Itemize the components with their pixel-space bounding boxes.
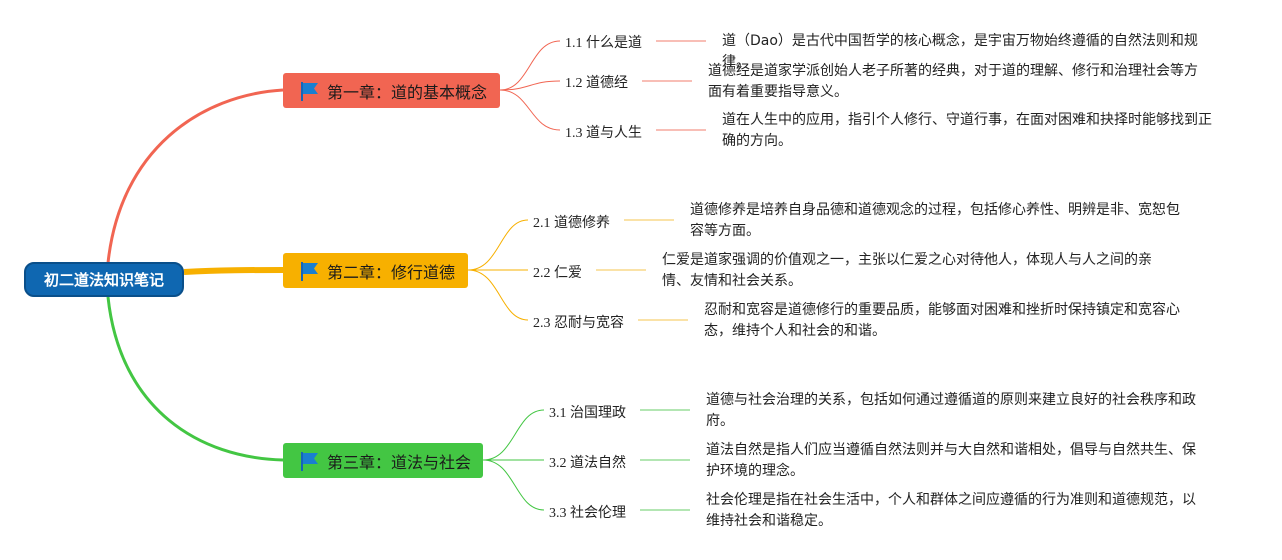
- topic-node-3-3[interactable]: 3.3 社会伦理: [549, 506, 626, 521]
- topic-node-1-1[interactable]: 1.1 什么是道: [565, 36, 642, 51]
- topic-note-1-2: 道德经是道家学派创始人老子所著的经典，对于道的理解、修行和治理社会等方面有着重要…: [708, 63, 1198, 100]
- chapter-label: 第二章：修行道德: [327, 262, 456, 282]
- connector-ch3-t3: [482, 459, 545, 511]
- connector-ch1-t1: [499, 40, 561, 91]
- chapter-node-3[interactable]: 第三章：道法与社会: [283, 443, 483, 478]
- connector-ch2-t1: [467, 219, 529, 271]
- connector-root-chapter1: [106, 88, 284, 264]
- topic-node-2-3[interactable]: 2.3 忍耐与宽容: [533, 316, 624, 331]
- connector-ch2-t3: [467, 269, 529, 321]
- connector-ch3-t1: [482, 409, 545, 461]
- chapter-label: 第三章：道法与社会: [327, 452, 472, 472]
- chapter-label: 第一章：道的基本概念: [327, 82, 488, 102]
- root-node[interactable]: 初二道法知识笔记: [24, 262, 184, 297]
- chapter-node-2[interactable]: 第二章：修行道德: [283, 253, 468, 288]
- topic-note-1-3: 道在人生中的应用，指引个人修行、守道行事，在面对困难和抉择时能够找到正确的方向。: [722, 112, 1212, 149]
- topic-node-2-1[interactable]: 2.1 道德修养: [533, 216, 610, 231]
- topic-note-2-3: 忍耐和宽容是道德修行的重要品质，能够面对困难和挫折时保持镇定和宽容心态，维持个人…: [704, 302, 1180, 339]
- topic-node-2-2[interactable]: 2.2 仁爱: [533, 266, 582, 281]
- topic-note-2-1: 道德修养是培养自身品德和道德观念的过程，包括修心养性、明辨是非、宽恕包容等方面。: [690, 202, 1180, 239]
- connector-ch1-t2: [499, 80, 561, 91]
- topic-note-3-1: 道德与社会治理的关系，包括如何通过遵循道的原则来建立良好的社会秩序和政府。: [706, 392, 1196, 429]
- connector-root-chapter2: [183, 267, 284, 275]
- root-label: 初二道法知识笔记: [43, 271, 164, 289]
- topic-note-2-2: 仁爱是道家强调的价值观之一，主张以仁爱之心对待他人，体现人与人之间的亲情、友情和…: [662, 252, 1152, 289]
- topic-node-3-1[interactable]: 3.1 治国理政: [549, 406, 626, 421]
- flag-icon: [301, 451, 318, 471]
- connector-root-chapter3: [106, 296, 284, 462]
- flag-icon: [301, 261, 318, 281]
- topic-note-3-3: 社会伦理是指在社会生活中，个人和群体之间应遵循的行为准则和道德规范，以维持社会和…: [706, 492, 1196, 529]
- connector-ch1-t3: [499, 89, 561, 131]
- topic-note-3-2: 道法自然是指人们应当遵循自然法则并与大自然和谐相处，倡导与自然共生、保护环境的理…: [706, 442, 1196, 479]
- chapter-node-1[interactable]: 第一章：道的基本概念: [283, 73, 500, 108]
- topic-node-3-2[interactable]: 3.2 道法自然: [549, 456, 626, 471]
- topic-note-1-1: 道（Dao）是古代中国哲学的核心概念，是宇宙万物始终遵循的自然法则和规律。: [722, 33, 1198, 70]
- topic-node-1-2[interactable]: 1.2 道德经: [565, 76, 628, 91]
- flag-icon: [301, 81, 318, 101]
- topic-node-1-3[interactable]: 1.3 道与人生: [565, 126, 642, 141]
